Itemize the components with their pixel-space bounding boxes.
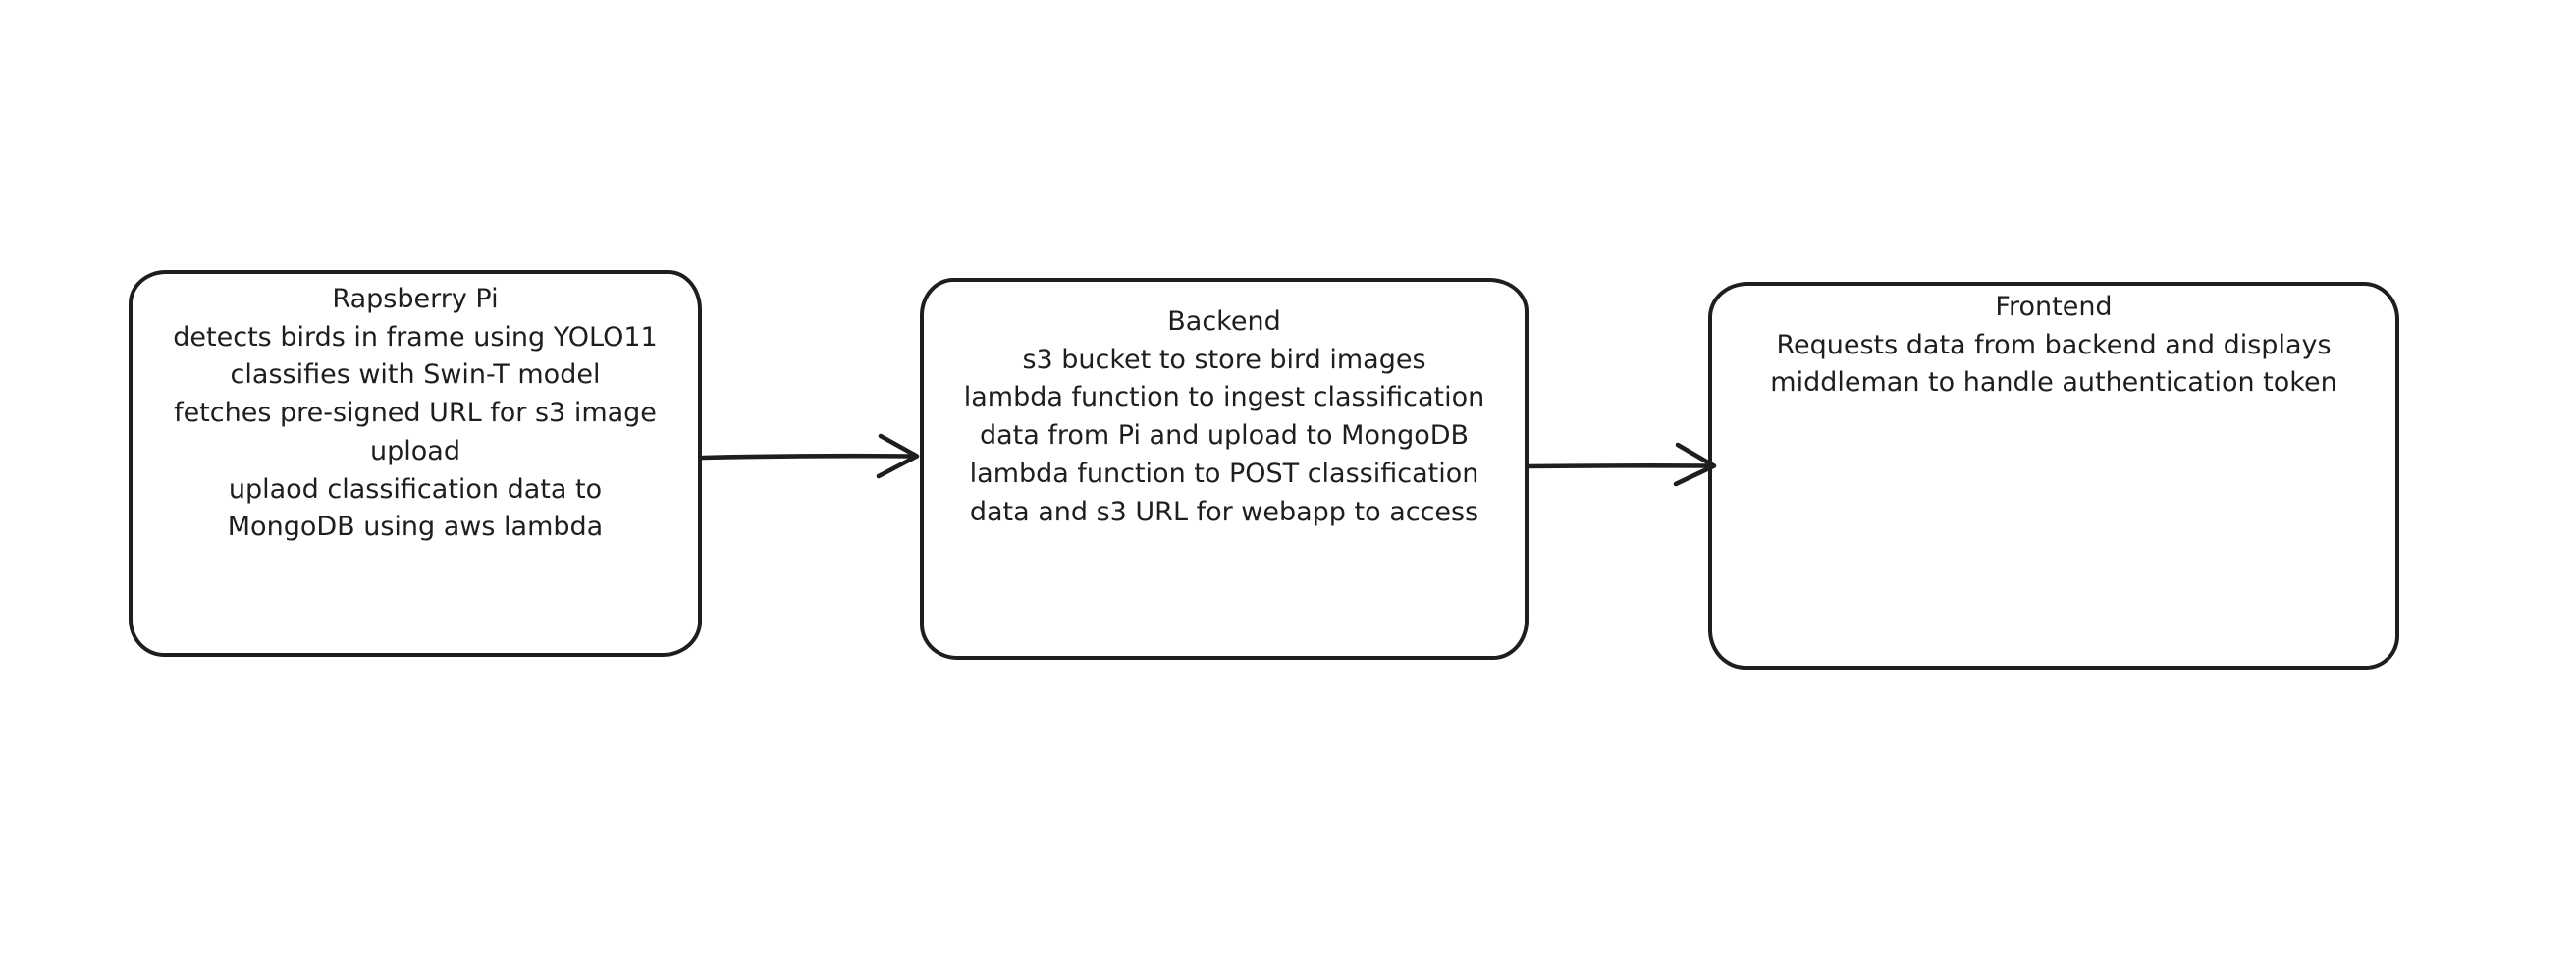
node-body-backend: s3 bucket to store bird images lambda fun…	[924, 342, 1525, 532]
node-body-frontend: Requests data from backend and displays m…	[1712, 327, 2395, 403]
arrow-head	[876, 433, 920, 479]
node-text-line: uplaod classification data to	[228, 473, 603, 505]
connector-backend-to-frontend[interactable]	[1525, 442, 1717, 487]
node-text-line: data and s3 URL for webapp to access	[969, 496, 1479, 527]
node-body-raspberry-pi: detects birds in frame using YOLO11 class…	[133, 319, 698, 547]
node-backend[interactable]: Backend s3 bucket to store bird images la…	[920, 278, 1529, 660]
node-text-line: detects birds in frame using YOLO11	[173, 321, 658, 353]
arrow-shaft	[700, 453, 918, 461]
node-text-line: middleman to handle authentication token	[1770, 367, 2337, 399]
node-title-raspberry-pi: Rapsberry Pi	[332, 284, 499, 314]
node-text-line: upload	[370, 435, 460, 466]
node-frontend[interactable]: Frontend Requests data from backend and …	[1708, 282, 2399, 670]
node-text-line: MongoDB using aws lambda	[227, 512, 604, 543]
node-text-line: classifies with Swin-T model	[230, 359, 601, 391]
node-text-line: lambda function to ingest classification	[963, 382, 1485, 413]
node-text-line: data from Pi and upload to MongoDB	[979, 420, 1470, 452]
node-text-line: lambda function to POST classification	[969, 458, 1479, 489]
connector-pi-to-backend[interactable]	[700, 433, 920, 479]
node-text-line: s3 bucket to store bird images	[1022, 344, 1426, 375]
arrow-shaft	[1525, 463, 1715, 469]
node-text-line: fetches pre-signed URL for s3 image	[174, 398, 657, 429]
node-title-backend: Backend	[1167, 306, 1281, 337]
node-title-frontend: Frontend	[1995, 292, 2113, 322]
node-text-line: Requests data from backend and displays	[1776, 329, 2332, 360]
node-raspberry-pi[interactable]: Rapsberry Pi detects birds in frame usin…	[129, 270, 702, 657]
